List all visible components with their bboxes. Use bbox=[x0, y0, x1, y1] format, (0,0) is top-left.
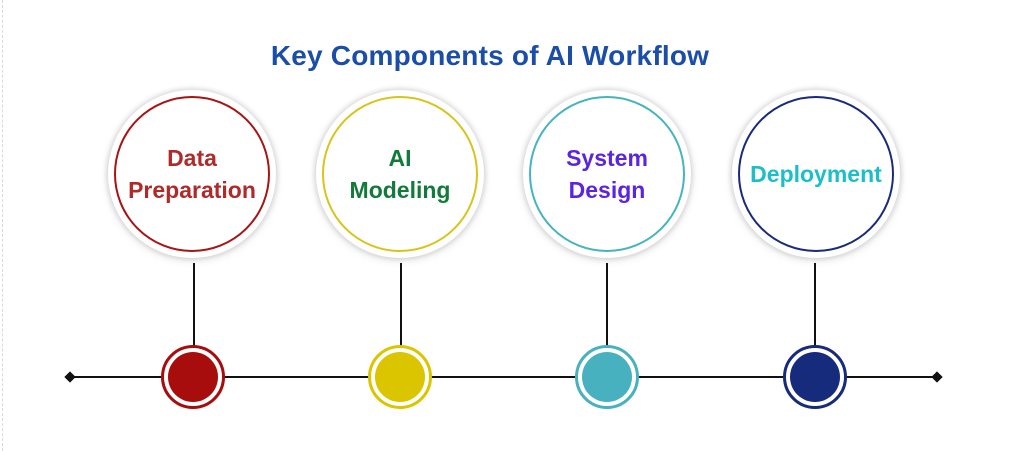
step-label-line1: Data bbox=[167, 145, 217, 171]
timeline-start-marker bbox=[64, 371, 76, 383]
timeline-node bbox=[161, 345, 225, 409]
step-label-line1: Deployment bbox=[750, 161, 882, 187]
timeline-end-marker bbox=[931, 371, 943, 383]
step-label-line1: AI bbox=[388, 145, 412, 171]
step-circle-deployment: Deployment bbox=[732, 90, 900, 258]
connector-line bbox=[193, 263, 195, 349]
timeline-node bbox=[368, 345, 432, 409]
step-circle-system-design: System Design bbox=[523, 90, 691, 258]
left-dashed-border bbox=[2, 0, 3, 451]
step-label-line2: Preparation bbox=[128, 177, 256, 203]
step-label-line2: Design bbox=[568, 177, 646, 203]
step-ring: Data Preparation bbox=[114, 96, 270, 252]
timeline-node-fill bbox=[790, 352, 840, 402]
step-ring: Deployment bbox=[738, 96, 894, 252]
connector-line bbox=[814, 263, 816, 349]
timeline-node bbox=[575, 345, 639, 409]
timeline-node-fill bbox=[168, 352, 218, 402]
step-label: Data Preparation bbox=[108, 142, 276, 206]
step-label-line2: Modeling bbox=[349, 177, 451, 203]
step-label: Deployment bbox=[732, 158, 900, 190]
step-ring: System Design bbox=[529, 96, 685, 252]
timeline-axis bbox=[70, 376, 938, 378]
step-label: System Design bbox=[523, 142, 691, 206]
step-label: AI Modeling bbox=[316, 142, 484, 206]
connector-line bbox=[606, 263, 608, 349]
step-circle-ai-modeling: AI Modeling bbox=[316, 90, 484, 258]
connector-line bbox=[400, 263, 402, 349]
step-circle-data-preparation: Data Preparation bbox=[108, 90, 276, 258]
step-label-line1: System bbox=[566, 145, 648, 171]
step-ring: AI Modeling bbox=[322, 96, 478, 252]
diagram-title: Key Components of AI Workflow bbox=[270, 40, 710, 71]
timeline-node bbox=[783, 345, 847, 409]
timeline-node-fill bbox=[375, 352, 425, 402]
timeline-node-fill bbox=[582, 352, 632, 402]
